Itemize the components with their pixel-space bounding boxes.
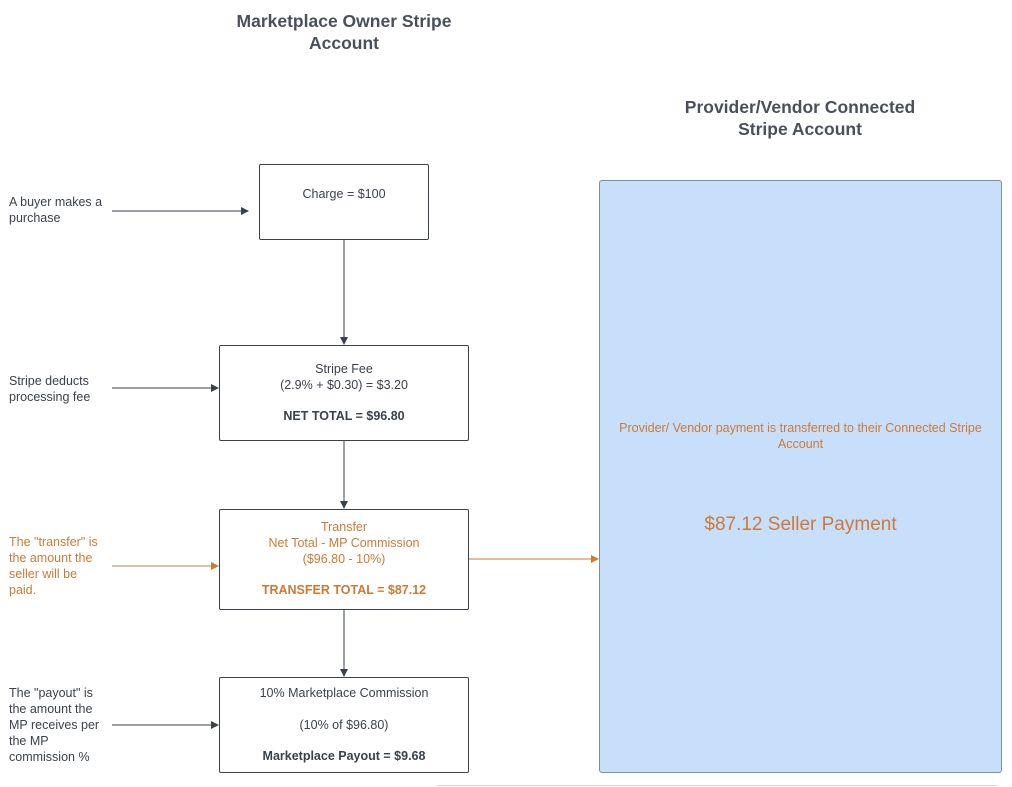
transfer-note: The "transfer" is the amount the seller … [9,535,98,597]
bottom-divider [437,785,997,786]
commission-box: 10% Marketplace Commission (10% of $96.8… [219,677,469,773]
commission-calc: (10% of $96.80) [299,718,389,732]
stripe-fee-box: Stripe Fee (2.9% + $0.30) = $3.20 NET TO… [219,345,469,441]
vendor-account-heading: Provider/Vendor Connected Stripe Account [684,97,916,139]
vendor-account-box: Provider/ Vendor payment is transferred … [599,180,1002,773]
commission-title: 10% Marketplace Commission [259,686,429,700]
net-total-text: NET TOTAL = $96.80 [283,409,405,423]
seller-payment-amount: $87.12 Seller Payment [704,514,897,535]
transfer-text: Transfer Net Total - MP Commission ($96.… [268,520,420,566]
owner-account-heading: Marketplace Owner Stripe Account [236,11,452,53]
fee-note: Stripe deducts processing fee [9,374,91,404]
transfer-box: Transfer Net Total - MP Commission ($96.… [219,509,469,610]
charge-box: Charge = $100 [259,164,429,240]
stripe-fee-text: Stripe Fee (2.9% + $0.30) = $3.20 [280,362,408,392]
marketplace-payout-text: Marketplace Payout = $9.68 [262,749,426,763]
charge-text: Charge = $100 [302,187,386,201]
transfer-total-text: TRANSFER TOTAL = $87.12 [261,583,427,597]
purchase-note: A buyer makes a purchase [9,195,103,225]
payout-note: The "payout" is the amount the MP receiv… [9,686,100,764]
vendor-transfer-message: Provider/ Vendor payment is transferred … [619,421,982,451]
